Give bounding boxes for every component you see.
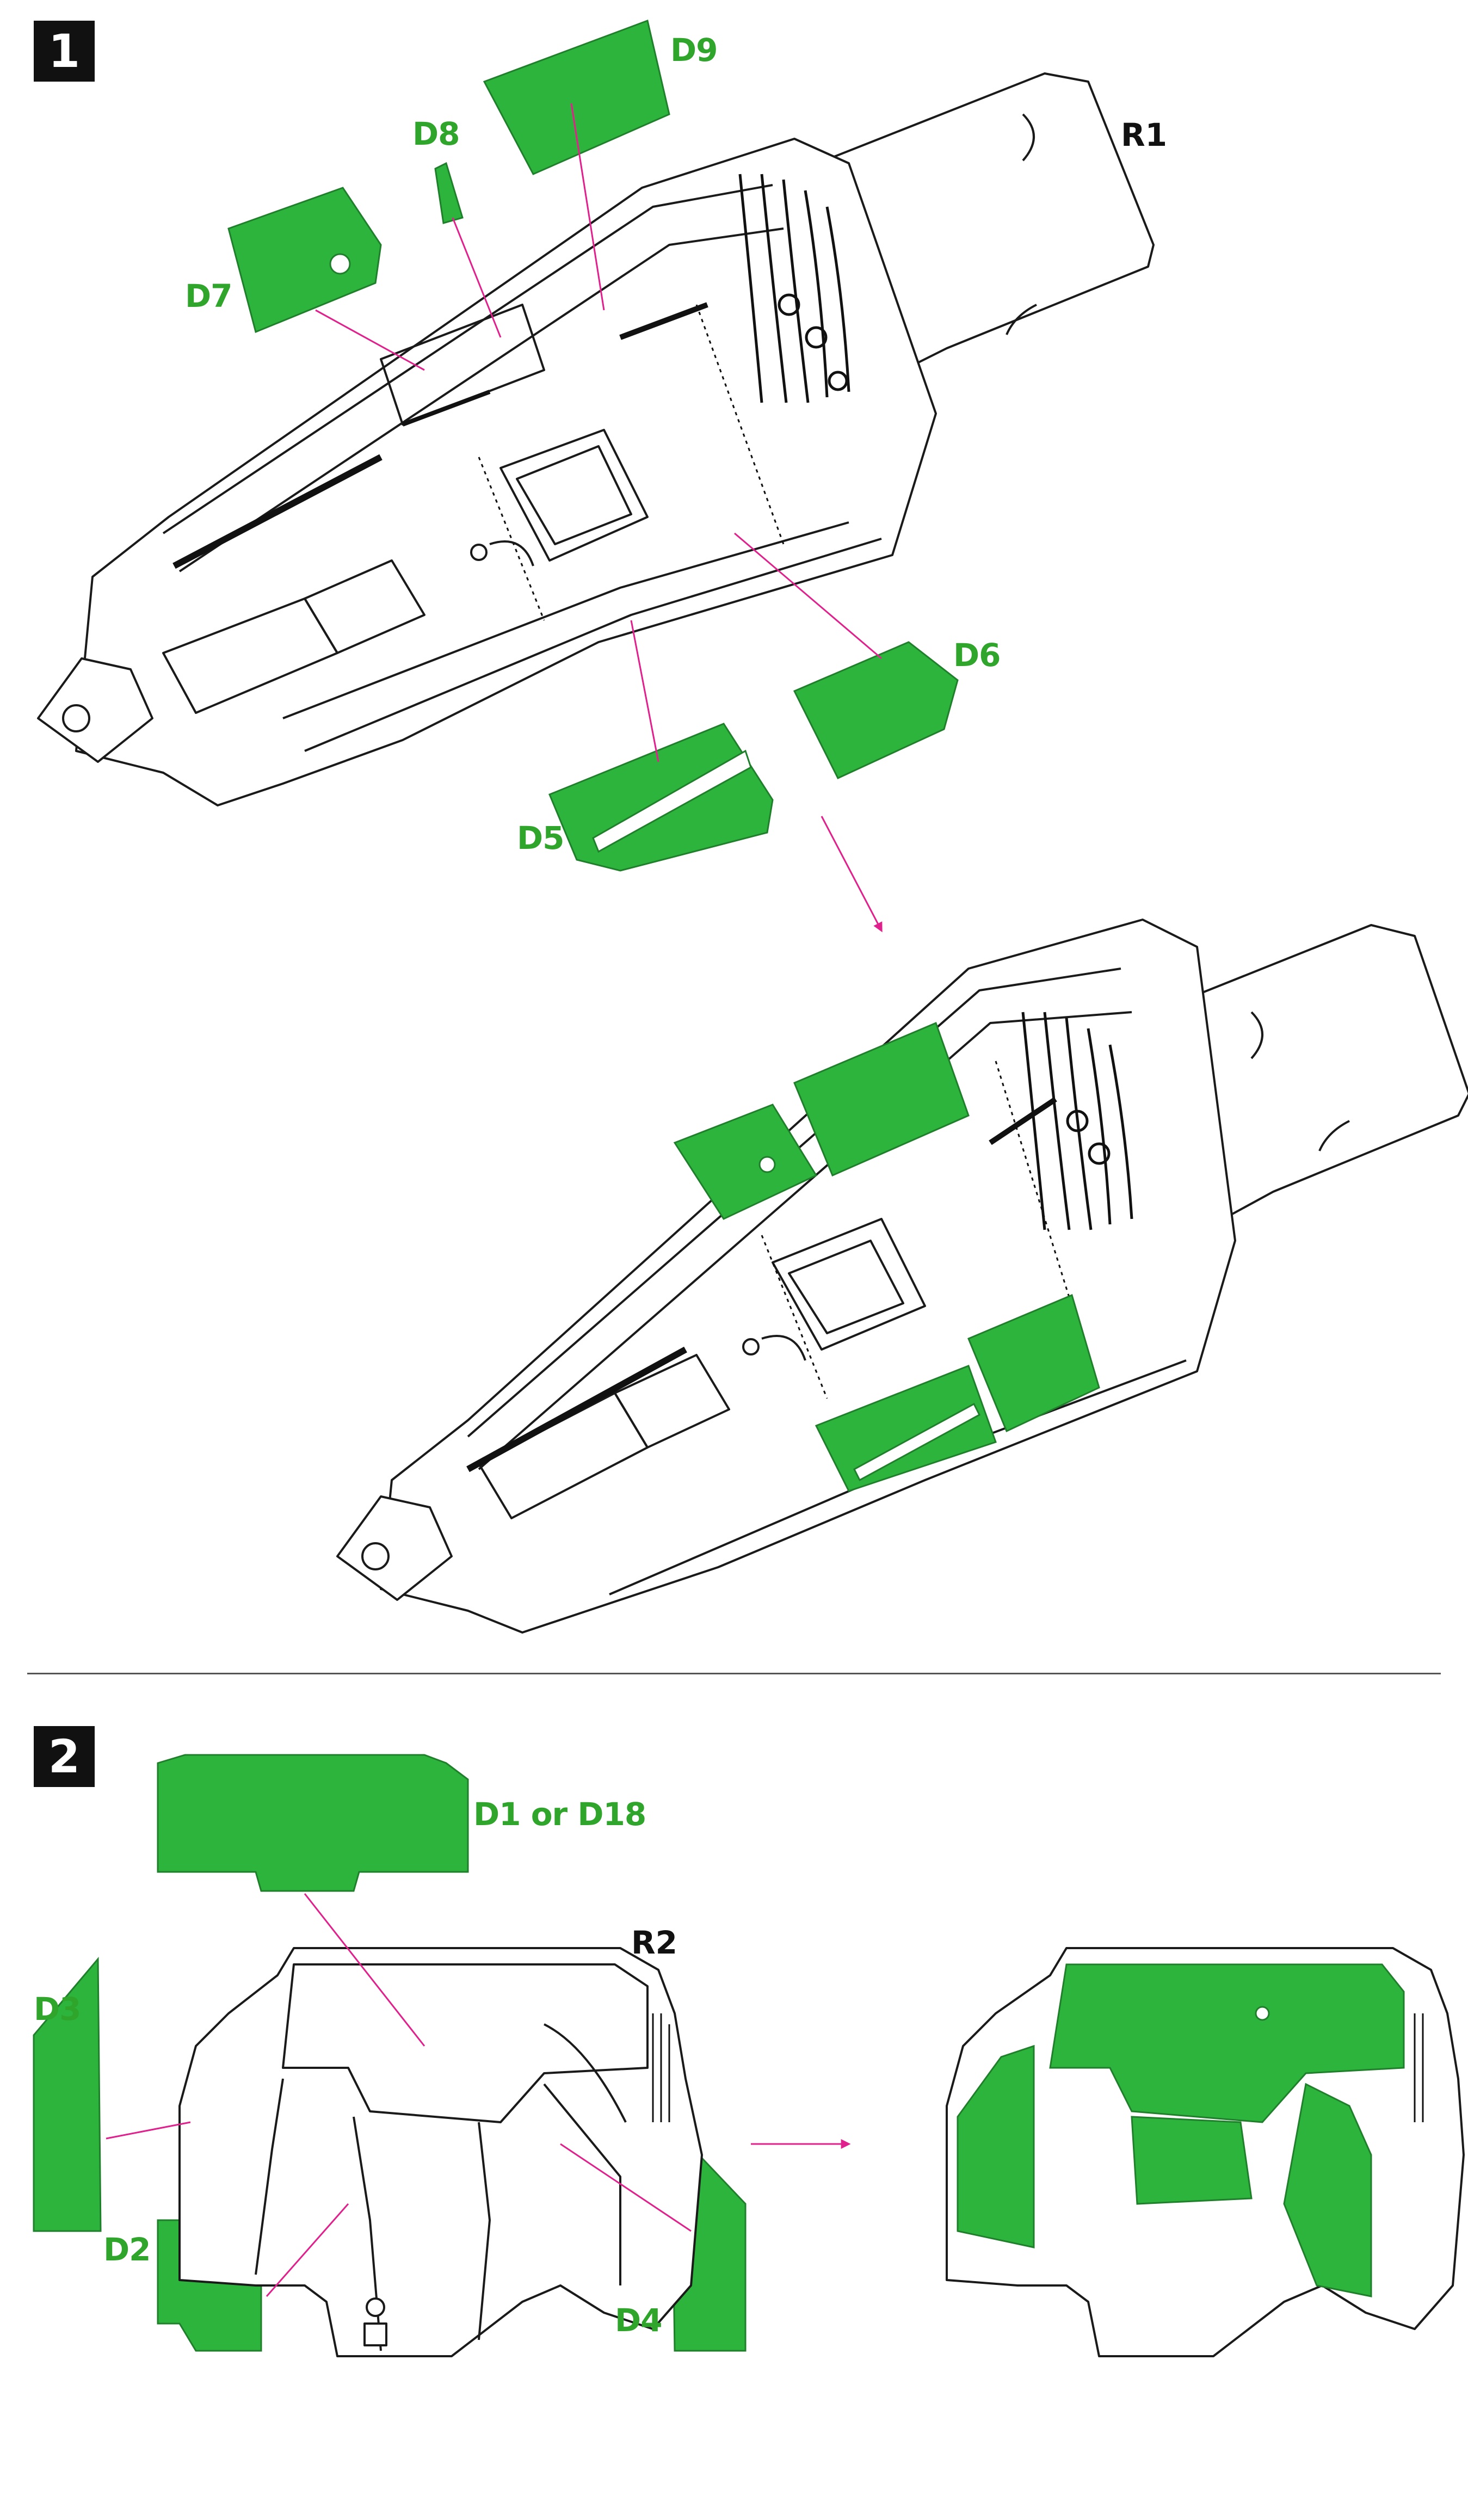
callout-d6: D6 — [953, 637, 1001, 674]
cockpit-tub-assembled — [336, 919, 1468, 1634]
decal-d9 — [483, 19, 670, 175]
callout-d8: D8 — [412, 115, 460, 152]
instrument-panel-r2-exploded — [178, 1947, 703, 2357]
callout-d2: D2 — [103, 2231, 151, 2268]
callout-d4: D4 — [615, 2302, 663, 2339]
callout-d5: D5 — [517, 820, 565, 857]
callout-d3: D3 — [34, 1991, 82, 2028]
callout-d1: D1 or D18 — [473, 1796, 646, 1833]
part-label-r1: R1 — [1121, 116, 1168, 153]
step-1-illustration — [37, 19, 1468, 1634]
decal-d7 — [227, 187, 382, 334]
decal-d5 — [548, 723, 774, 872]
step-2-badge: 2 — [34, 1726, 95, 1787]
callout-d7: D7 — [185, 278, 233, 315]
callout-d9: D9 — [670, 32, 718, 69]
arrow-down-right-icon — [821, 816, 883, 933]
decal-d3 — [33, 1956, 102, 2232]
section-divider — [27, 1673, 1441, 1674]
decal-d8 — [434, 162, 464, 224]
cockpit-tub-exploded — [37, 72, 1155, 806]
decals-applied-step-2 — [957, 1963, 1405, 2297]
decals-applied-step-1 — [673, 1021, 1100, 1492]
part-label-r2: R2 — [631, 1924, 678, 1961]
decal-d1 — [157, 1754, 469, 1892]
decal-d6 — [793, 641, 959, 779]
step-1-badge: 1 — [34, 21, 95, 82]
